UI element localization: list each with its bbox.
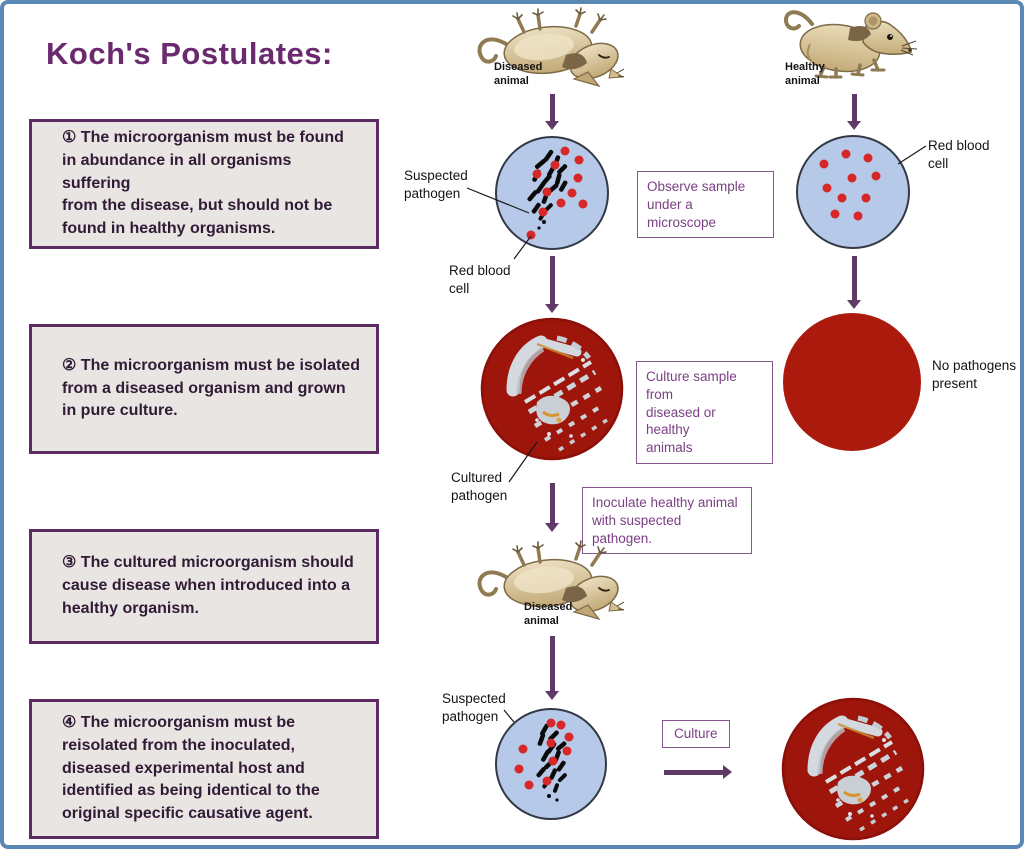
postulate-1-text: ① The microorganism must be found in abu…	[62, 129, 344, 238]
postulate-4-box: ④ The microorganism must be reisolated f…	[29, 699, 379, 839]
page-title: Koch's Postulates:	[46, 36, 333, 71]
arrow-head	[847, 121, 861, 130]
flow-arrow-down-1	[545, 94, 559, 130]
culture-step-box: Culture	[662, 720, 730, 748]
pointer-line	[508, 441, 538, 483]
arrow-head	[545, 523, 559, 532]
postulate-4-text: ④ The microorganism must be reisolated f…	[62, 714, 320, 823]
inoculated-sample-contents	[514, 718, 574, 802]
suspected-pathogen-label-top: Suspected pathogen	[404, 168, 468, 201]
healthy-sample-contents	[819, 149, 881, 221]
diseased-sample-contents	[526, 146, 588, 240]
arrow-head	[545, 121, 559, 130]
arrow-shaft	[549, 256, 555, 305]
diseased-mouse-illustration-2	[477, 540, 624, 621]
flow-arrow-right	[664, 765, 732, 779]
arrow-shaft	[664, 769, 724, 775]
arrow-head	[545, 304, 559, 313]
arrow-head	[545, 691, 559, 700]
arrow-shaft	[549, 94, 555, 122]
cultured-pathogen-label: Cultured pathogen	[451, 470, 508, 503]
diseased-animal-label-top: Diseased animal	[494, 61, 543, 87]
pointer-line	[513, 235, 532, 260]
pointer-line	[897, 145, 927, 165]
arrow-shaft	[851, 256, 857, 301]
no-pathogens-label: No pathogens present	[932, 358, 1017, 391]
flow-arrow-down-6	[545, 636, 559, 700]
arrow-shaft	[549, 483, 555, 524]
red-blood-cell-label-right: Red blood cell	[928, 138, 990, 171]
inoculate-step-box: Inoculate healthy animal with suspected …	[582, 487, 752, 555]
postulate-3-box: ③ The cultured microorganism should caus…	[29, 529, 379, 644]
culture-plate-bottom	[781, 697, 925, 841]
postulate-3-text: ③ The cultured microorganism should caus…	[62, 554, 354, 617]
arrow-shaft	[549, 636, 555, 692]
diseased-animal-label-mid: Diseased animal	[524, 601, 573, 627]
red-blood-cell-label-left: Red blood cell	[449, 263, 511, 296]
suspected-pathogen-label-bottom: Suspected pathogen	[442, 691, 506, 724]
culture-plate-middle	[480, 317, 624, 461]
arrow-head	[847, 300, 861, 309]
red-blood-cells	[526, 146, 588, 240]
healthy-mouse-illustration	[783, 10, 918, 79]
flow-arrow-down-2	[847, 94, 861, 130]
culture-sample-step-box: Culture sample from diseased or healthy …	[636, 361, 773, 465]
flow-arrow-down-4	[847, 256, 861, 309]
flow-arrow-down-3	[545, 256, 559, 313]
flow-arrow-down-5	[545, 483, 559, 532]
observe-step-box: Observe sample under a microscope	[637, 171, 774, 239]
no-growth-plate	[783, 313, 921, 451]
arrow-head	[723, 765, 732, 779]
red-blood-cells	[514, 718, 574, 790]
postulate-2-text: ② The microorganism must be isolated fro…	[62, 356, 360, 420]
postulate-1-box: ① The microorganism must be found in abu…	[29, 119, 379, 249]
pointer-line	[466, 187, 530, 214]
postulate-2-box: ② The microorganism must be isolated fro…	[29, 324, 379, 454]
microscope-view-inoculated	[495, 708, 607, 820]
diseased-mouse-illustration	[477, 7, 624, 88]
healthy-animal-label: Healthy animal	[785, 61, 825, 87]
pathogen-rods	[536, 723, 567, 802]
red-blood-cells	[819, 149, 881, 221]
microscope-view-healthy	[796, 135, 910, 249]
microscope-view-diseased	[495, 136, 609, 250]
arrow-shaft	[851, 94, 857, 122]
